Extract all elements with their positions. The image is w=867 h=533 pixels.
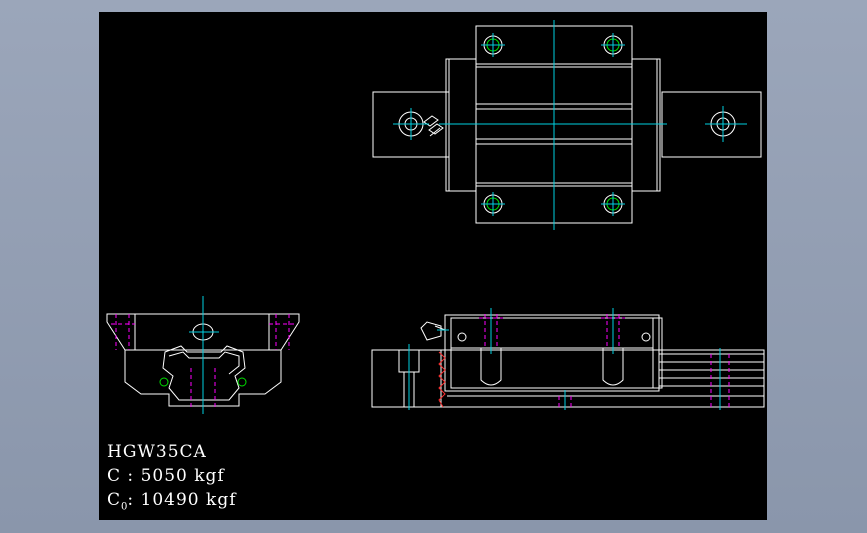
side-hole-icon: [159, 377, 169, 387]
spec-block: HGW35CA C : 5050 kgf C0: 10490 kgf: [107, 440, 237, 519]
left-seal: [445, 58, 477, 192]
static-load-separator: :: [127, 490, 141, 510]
right-seal: [631, 58, 661, 192]
static-load-symbol: C: [107, 490, 122, 510]
side-view: [371, 308, 765, 410]
block-profile: [106, 313, 300, 407]
dynamic-load-value: 5050 kgf: [140, 466, 225, 486]
grease-fitting-icon: [420, 321, 442, 341]
static-load-rating: C0: 10490 kgf: [107, 488, 237, 519]
model-number: HGW35CA: [107, 442, 207, 462]
dynamic-load-symbol: C: [107, 466, 122, 486]
block-side: [444, 314, 660, 392]
grease-nipple-icon: [423, 115, 444, 137]
linear-guide-drawing: [106, 20, 765, 414]
front-view: [106, 296, 300, 414]
rail-profile: [162, 345, 246, 401]
static-load-subscript: 0: [121, 501, 128, 513]
static-load-value: 10490 kgf: [140, 490, 237, 510]
dynamic-load-rating: C : 5050 kgf: [107, 464, 237, 488]
cad-viewport[interactable]: HGW35CA C : 5050 kgf C0: 10490 kgf: [99, 12, 767, 520]
top-view: [372, 20, 762, 230]
dynamic-load-separator: :: [121, 466, 141, 486]
